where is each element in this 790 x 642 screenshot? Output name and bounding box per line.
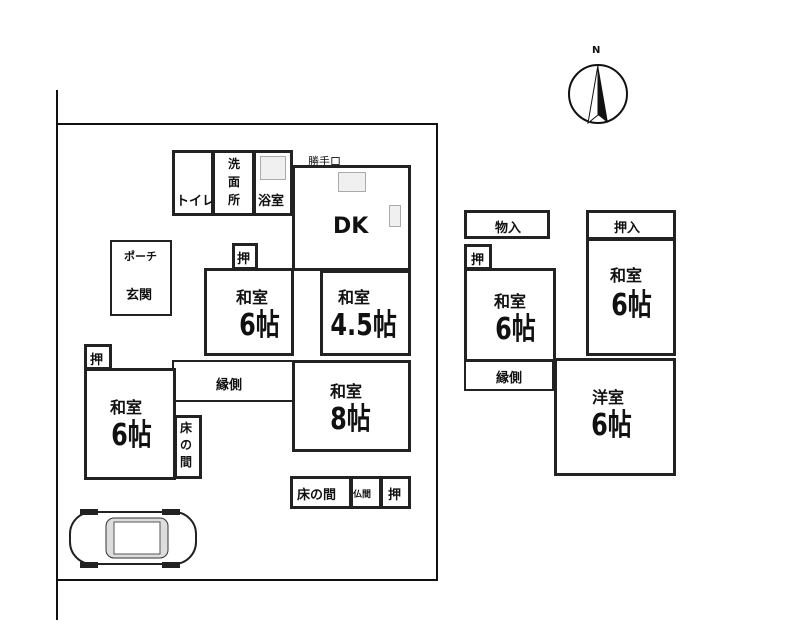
north-label: N [592, 45, 601, 56]
bathtub [260, 156, 286, 180]
closet-b [380, 476, 411, 509]
veranda-2f-label: 縁側 [496, 371, 523, 386]
room-name: 和室 [610, 266, 643, 285]
bath-label: 浴室 [258, 194, 285, 209]
compass-icon [568, 64, 628, 125]
room-name: 和室 [236, 288, 269, 307]
dk-label: DK [333, 214, 369, 239]
porch [110, 240, 172, 316]
kitchen-door-label: 勝手口 [308, 155, 341, 168]
kitchen-counter [338, 172, 366, 192]
room-name: 和室 [494, 292, 527, 311]
alcove [290, 476, 352, 509]
toilet-label: トイレ [176, 194, 216, 209]
room-size: 6帖 [495, 312, 536, 347]
alcove-label: 床の間 [297, 488, 337, 503]
alcove-left [174, 415, 202, 479]
western-room-2f [554, 358, 676, 476]
room-size: 6帖 [239, 308, 280, 343]
alcove-left-label: 床 の 間 [180, 421, 193, 469]
entrance-label: 玄関 [126, 288, 153, 303]
veranda-2f [464, 360, 554, 391]
room-size: 6帖 [611, 288, 652, 323]
stove [389, 205, 401, 227]
room-name: 和室 [330, 382, 363, 401]
room-size: 8帖 [330, 402, 371, 437]
property-line [56, 579, 438, 581]
storage-2f [464, 210, 550, 239]
compass: N [566, 45, 630, 129]
car-icon [69, 509, 197, 568]
storage-label: 物入 [495, 221, 522, 236]
closet-a-label: 押 [237, 252, 251, 267]
property-line [436, 123, 438, 581]
room-size: 4.5帖 [330, 308, 397, 343]
closet-c [84, 344, 112, 370]
room-6-washitsu-2f-left [464, 268, 556, 362]
room-name: 和室 [110, 398, 143, 417]
property-line [56, 123, 438, 125]
room-6-washitsu-left [84, 368, 176, 480]
toilet-area [172, 150, 214, 216]
room-name: 和室 [338, 288, 371, 307]
closet-c-label: 押 [90, 353, 104, 368]
room-4-5-washitsu [320, 270, 411, 356]
room-size: 6帖 [591, 408, 632, 443]
veranda-1f [172, 360, 294, 402]
closet-b-label: 押 [388, 488, 402, 503]
room-6-washitsu-2f-right [586, 238, 676, 356]
veranda-label: 縁側 [216, 378, 243, 393]
room-name: 洋室 [592, 388, 625, 407]
butsuma-label: 仏間 [353, 490, 372, 500]
washroom-label: 洗 面 所 [228, 157, 241, 207]
oshiire-label: 押入 [614, 221, 641, 236]
property-line [56, 90, 58, 620]
room-6-washitsu-1f [204, 268, 294, 356]
butsuma [350, 476, 382, 509]
closet-2f-label: 押 [471, 253, 485, 268]
porch-label: ポーチ [124, 250, 157, 263]
room-size: 6帖 [111, 418, 152, 453]
room-8-washitsu [292, 360, 411, 452]
